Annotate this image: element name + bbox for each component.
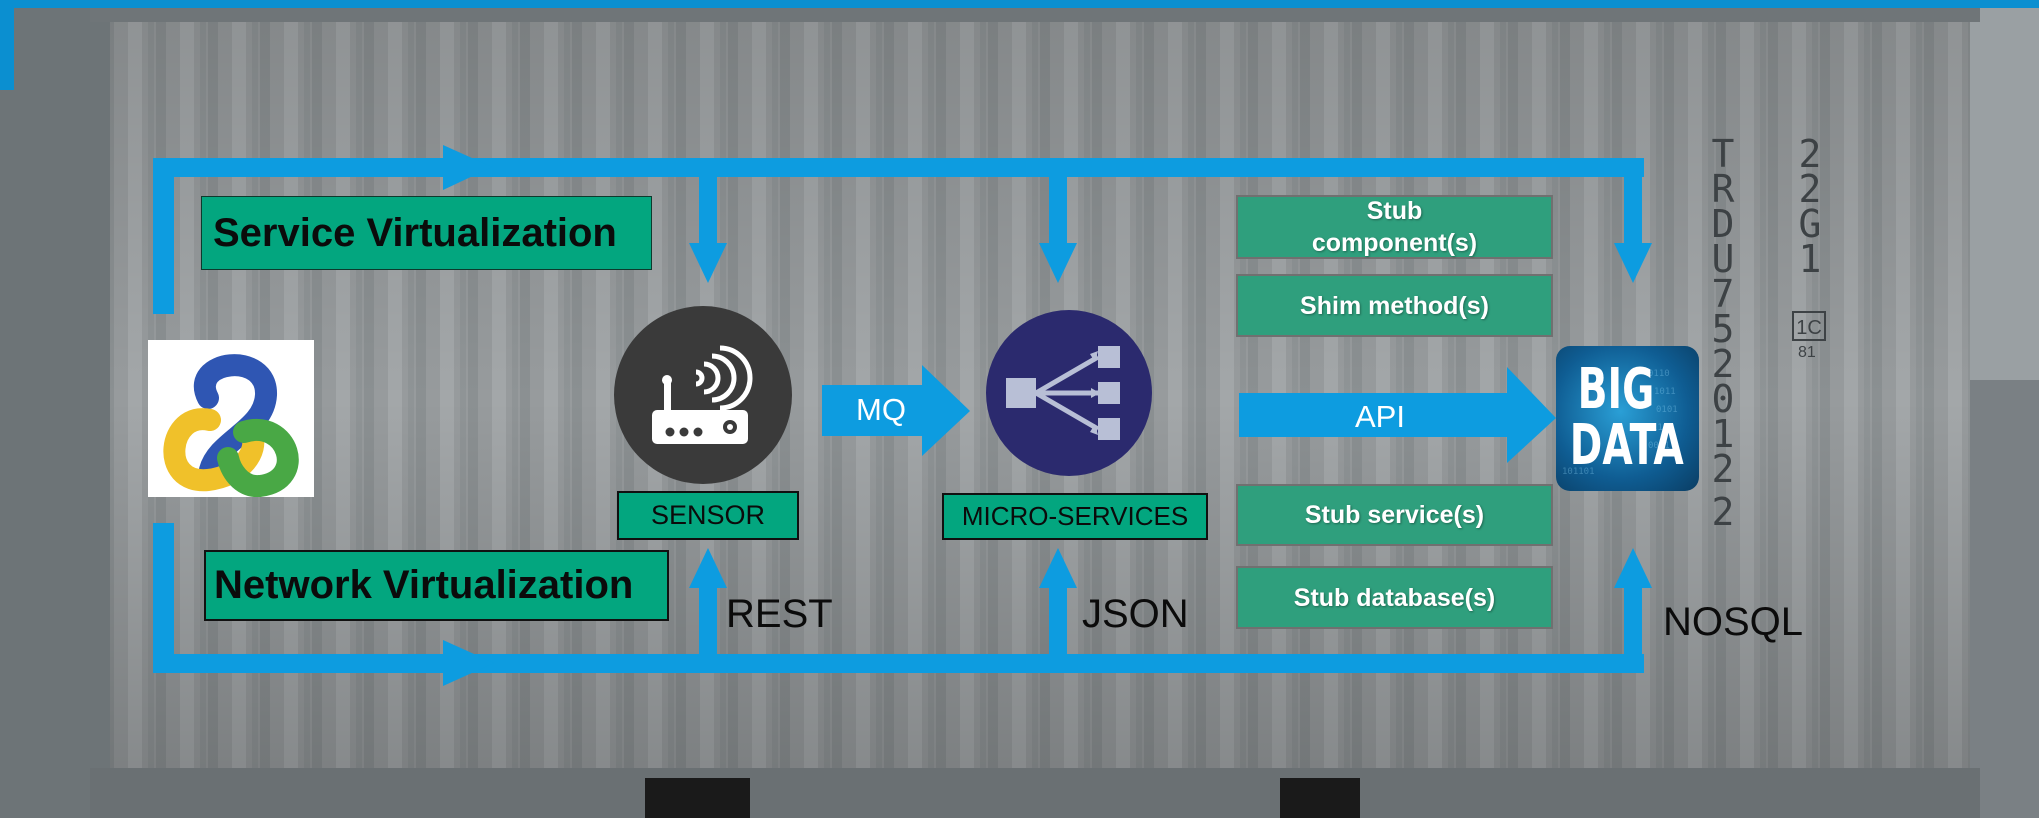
network-hub-icon (986, 310, 1152, 476)
container-type-column: 2 2 G 1 (1790, 132, 1830, 281)
sensor-text: SENSOR (650, 500, 766, 530)
type-char: 2 (1798, 132, 1822, 176)
type-char: G (1798, 202, 1822, 246)
container-code-column: T R D U 7 5 2 0 1 2 2 (1703, 132, 1743, 534)
svg-text:1101: 1101 (1652, 423, 1674, 433)
code-char: 2 (1711, 447, 1735, 491)
stub-component-text: Stub component(s) (1311, 197, 1478, 257)
stub-database-text: Stub database(s) (1293, 583, 1496, 612)
code-char: 7 (1711, 272, 1735, 316)
type-char: 1 (1798, 237, 1822, 281)
code-char: U (1711, 237, 1735, 281)
big-data-icon: 0110 1011 0101 1101 0011 101101 BIG DATA (1556, 346, 1699, 491)
mq-label: MQ (856, 392, 906, 427)
mq-arrow (822, 365, 970, 456)
shim-method-box: Shim method(s) (1236, 274, 1553, 337)
top-direction-arrowhead (443, 145, 492, 190)
stub-service-text: Stub service(s) (1304, 501, 1485, 529)
sensor-down-arrowhead (689, 243, 727, 283)
api-arrow (1239, 367, 1556, 463)
bigdata-up-arrowhead (1614, 548, 1652, 588)
code-char: 5 (1711, 307, 1735, 351)
top-horizontal-line (153, 158, 1644, 177)
type-char: 2 (1798, 167, 1822, 211)
bigdata-down-arrowhead (1614, 243, 1652, 283)
badge-text: 1C (1796, 317, 1822, 339)
code-char: T (1711, 132, 1735, 176)
network-virtualization-text: Network Virtualization (214, 563, 634, 607)
router-icon (614, 306, 792, 484)
microservices-down-arrowhead (1039, 243, 1077, 283)
network-virtualization-label: Network Virtualization (204, 550, 669, 621)
bottom-direction-arrowhead (443, 640, 494, 686)
code-char: R (1711, 167, 1735, 211)
stub-component-box: Stub component(s) (1236, 195, 1553, 259)
binary-pattern: 0110 1011 0101 1101 0011 101101 (1562, 369, 1678, 477)
stub-service-box: Stub service(s) (1236, 484, 1553, 546)
data-text: DATA (1569, 413, 1684, 478)
stub-database-box: Stub database(s) (1236, 566, 1553, 629)
nosql-label: NOSQL (1663, 600, 1804, 644)
svg-text:0110: 0110 (1648, 369, 1670, 379)
code-char: D (1711, 202, 1735, 246)
sensor-up-arrowhead (689, 548, 727, 588)
code-char: 0 (1711, 377, 1735, 421)
container-badge-number: 81 (1798, 344, 1816, 361)
micro-services-label: MICRO-SERVICES (942, 493, 1208, 540)
bottom-left-vertical-line (153, 523, 174, 673)
code-char: 2 (1711, 342, 1735, 386)
container-badge: 1C (1792, 311, 1826, 341)
sensor-label: SENSOR (617, 491, 799, 540)
json-label: JSON (1082, 592, 1189, 636)
api-label: API (1355, 399, 1405, 434)
logo-knot-icon (148, 340, 314, 498)
micro-services-text: MICRO-SERVICES (961, 501, 1189, 531)
svg-text:0011: 0011 (1648, 441, 1670, 451)
top-left-vertical-line (153, 158, 174, 314)
service-virtualization-label: Service Virtualization (201, 196, 652, 270)
service-virtualization-text: Service Virtualization (213, 210, 617, 255)
svg-text:1011: 1011 (1654, 387, 1676, 397)
shim-method-text: Shim method(s) (1300, 291, 1489, 320)
svg-text:101101: 101101 (1562, 467, 1595, 477)
bottom-horizontal-line (153, 654, 1644, 673)
rest-label: REST (726, 592, 833, 636)
microservices-up-arrowhead (1039, 548, 1077, 588)
code-char: 2 (1711, 490, 1735, 534)
code-char: 1 (1711, 412, 1735, 456)
big-text: BIG (1577, 357, 1655, 422)
svg-text:0101: 0101 (1656, 405, 1678, 415)
